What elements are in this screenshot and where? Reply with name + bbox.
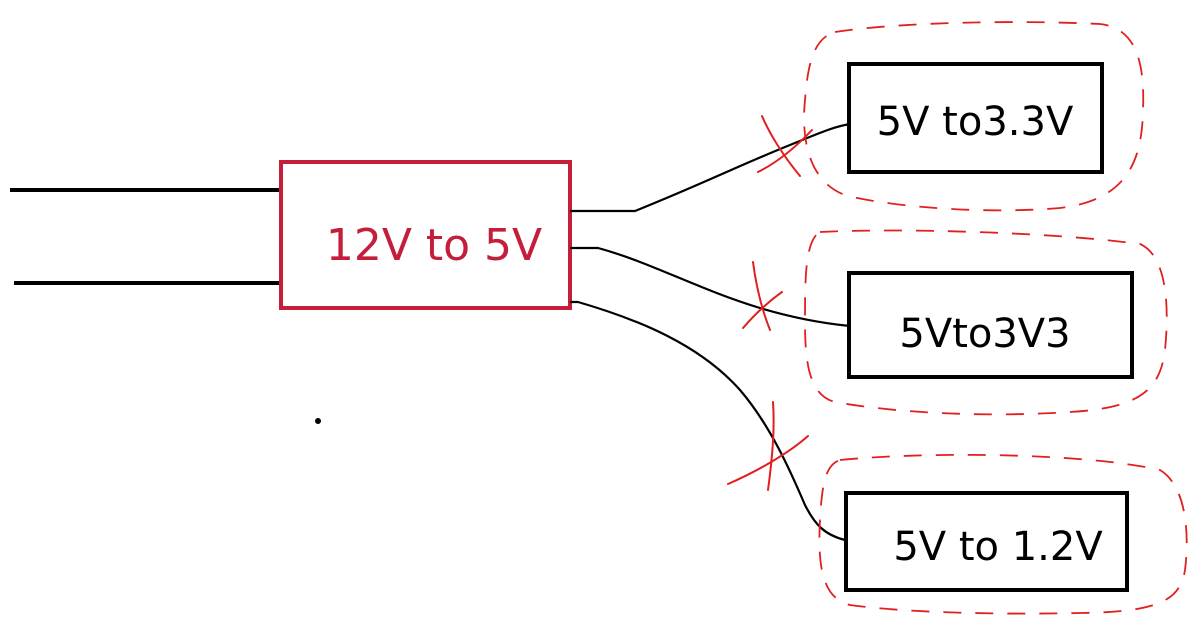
dashed-outline-output-3 xyxy=(818,453,1188,615)
wire-to-output-3 xyxy=(570,300,846,542)
source-converter-box xyxy=(279,160,572,310)
output-box-1 xyxy=(847,62,1104,174)
dashed-outline-output-2 xyxy=(804,229,1168,416)
output-box-3 xyxy=(844,491,1129,592)
stray-dot xyxy=(315,418,321,424)
output-label-2: 5Vto3V3 xyxy=(899,311,1070,357)
cross-mark-3 xyxy=(727,401,809,491)
cross-mark-1 xyxy=(757,115,813,177)
output-label-3: 5V to 1.2V xyxy=(893,524,1103,570)
source-converter-label: 12V to 5V xyxy=(326,220,542,271)
output-label-1: 5V to3.3V xyxy=(877,99,1074,145)
cross-mark-2 xyxy=(742,261,783,331)
wire-to-output-2 xyxy=(570,246,851,328)
wire-to-output-1 xyxy=(570,122,851,213)
